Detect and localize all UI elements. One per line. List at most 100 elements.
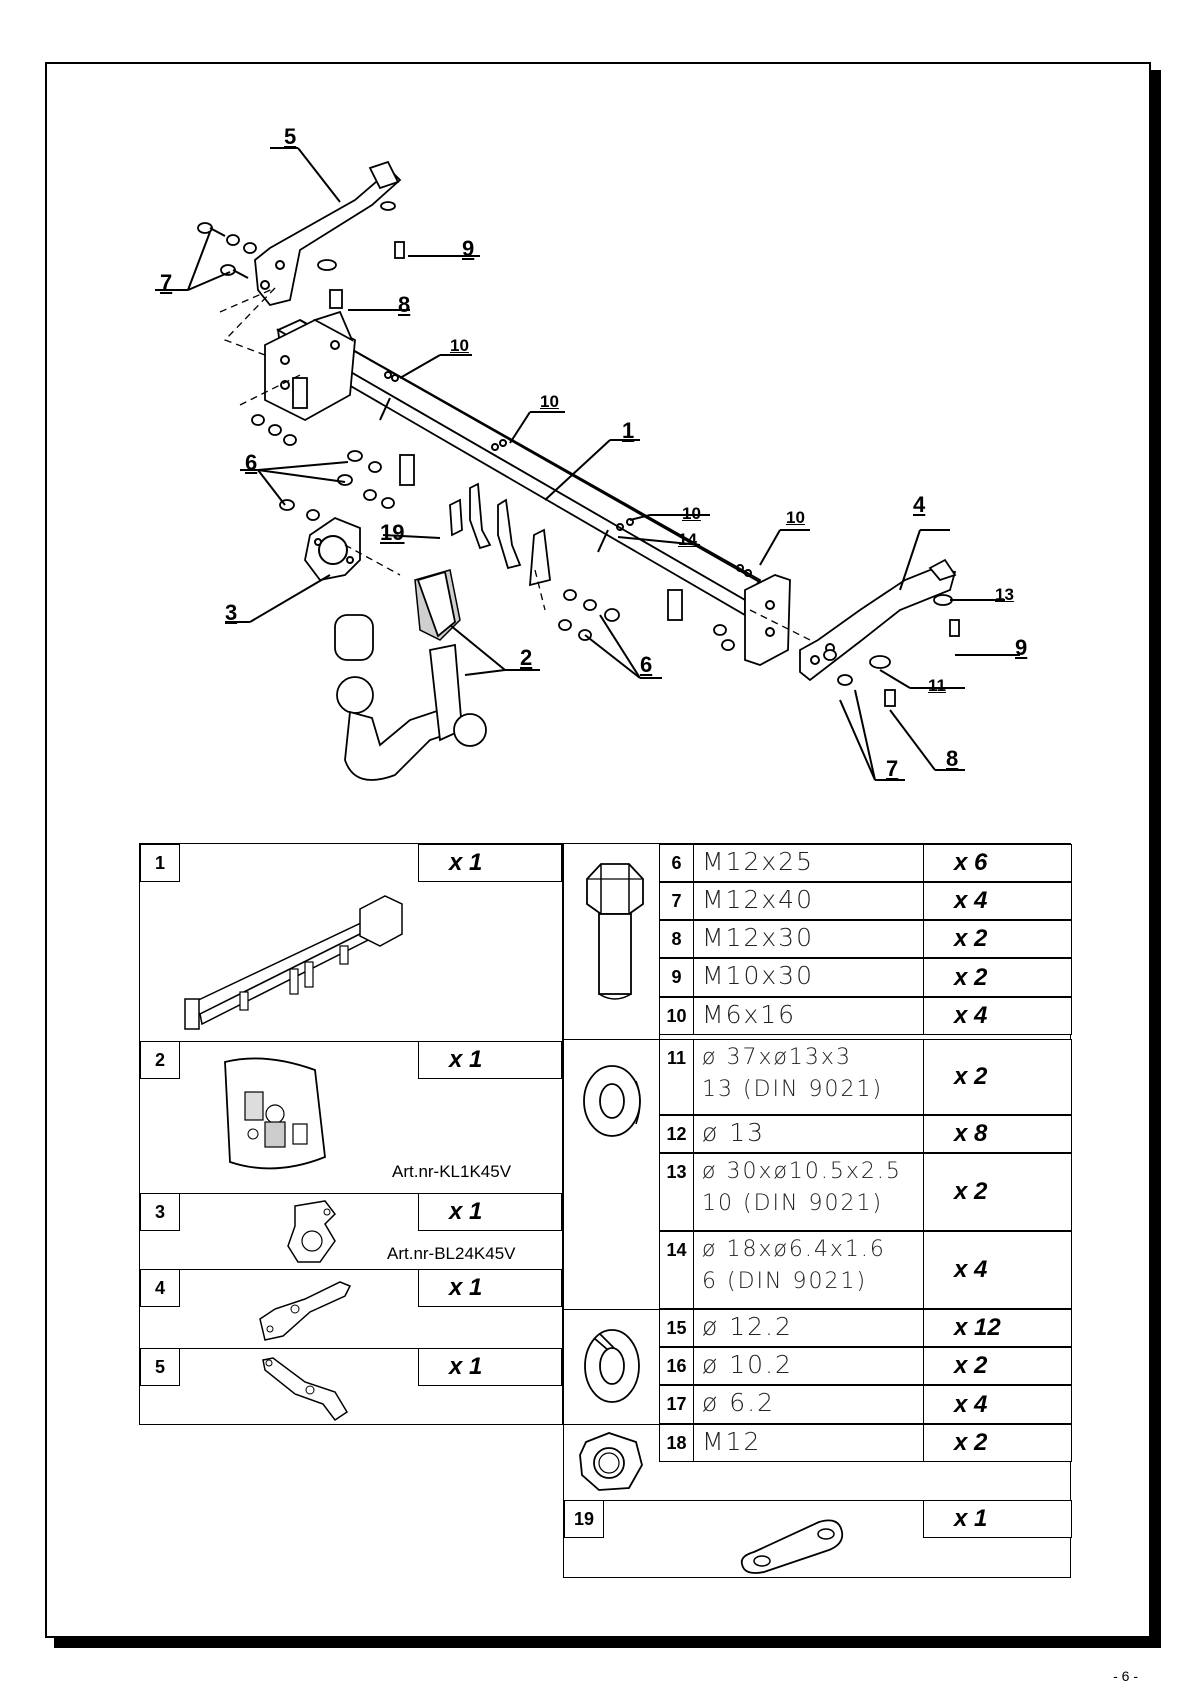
part-number-box: 3 [140,1193,180,1231]
part-quantity: x 1 [418,1348,562,1386]
row-quantity: x 2 [954,1063,988,1090]
side-bracket-part-4 [799,558,957,682]
hardware-row: 13 ø 30xø10.5x2.5 10 (DIN 9021) x 2 [659,1153,1072,1231]
row-spec: ø 37xø13x3 13 (DIN 9021) [694,1040,924,1114]
row-number: 8 [660,921,694,957]
row-number: 13 [660,1154,694,1230]
part-quantity: x 1 [418,1193,562,1231]
callout-11: 11 [928,676,946,695]
part-quantity: x 1 [418,1041,562,1079]
row-spec: ø 10.2 [694,1348,924,1384]
row-number: 17 [660,1386,694,1423]
spring-washer-icon [584,1329,640,1403]
part-quantity: x 1 [418,1269,562,1307]
hardware-table: 6 M12x25 x 6 7 M12x40 x 4 8 M12x30 x 2 9… [563,843,1072,1578]
row-spec: M12x25 [694,845,924,881]
row-number: 7 [660,883,694,919]
row-spec: ø 18xø6.4x1.6 6 (DIN 9021) [694,1232,924,1308]
row-spec: ø 6.2 [694,1386,924,1423]
bracket-5-thumbnail [262,1357,349,1422]
callout-10-b: 10 [540,392,559,411]
row-spec: ø 13 [694,1116,924,1152]
row-quantity: x 4 [954,1002,988,1029]
socket-plate-thumbnail [287,1200,336,1263]
row-quantity: x 2 [954,963,988,991]
row-spec-line2: 6 (DIN 9021) [702,1269,868,1294]
spacer-plate-thumbnail [740,1519,844,1574]
hardware-row: 11 ø 37xø13x3 13 (DIN 9021) x 2 [659,1039,1072,1115]
row-spec-line2: 13 (DIN 9021) [702,1077,884,1102]
hardware-row: 12 ø 13 x 8 [659,1115,1072,1153]
assembly-lines [219,287,811,641]
row-spec: M6x16 [694,998,924,1034]
part-number-box: 19 [564,1500,604,1538]
row-number: 6 [660,845,694,881]
callout-8-right: 8 [946,746,959,771]
row-quantity: x 6 [954,849,988,876]
row-quantity: x 2 [954,1352,988,1379]
hex-nut-icon [579,1432,643,1491]
row-divider [140,1269,562,1270]
callout-14: 14 [678,530,697,549]
callout-6-right: 6 [640,652,653,677]
row-spec: M12 [694,1425,924,1461]
row-divider [140,1041,562,1042]
article-number: Art.nr-KL1K45V [392,1162,512,1181]
part-quantity: x 1 [923,1500,1072,1538]
callout-3: 3 [225,600,238,625]
hardware-row: 15 ø 12.2 x 12 [659,1309,1072,1347]
callout-6-left: 6 [245,450,258,475]
callout-1: 1 [622,418,635,443]
fasteners [197,201,960,707]
callout-8-left: 8 [398,292,411,317]
socket-plate-part-3 [304,516,361,581]
row-spec-line1: ø 18xø6.4x1.6 [702,1237,886,1262]
parts-table-left: 1 x 1 2 x 1 Art.nr-KL1K45V 3 x 1 [139,843,563,1425]
image-divider [564,1039,659,1040]
row-number: 16 [660,1348,694,1384]
callout-7-right: 7 [886,756,899,781]
hardware-row: 18 M12 x 2 [659,1424,1072,1462]
callout-19: 19 [380,520,405,545]
row-divider [140,1348,562,1349]
row-divider [140,1193,562,1194]
callout-2: 2 [520,645,533,670]
callout-10-a: 10 [450,336,469,355]
image-divider [564,1309,659,1310]
page-number: - 6 - [1113,1668,1138,1684]
side-bracket-part-5 [254,160,402,307]
crossbar-part-1 [264,310,791,666]
callout-9-left: 9 [462,236,475,261]
part-number-box: 4 [140,1269,180,1307]
hardware-row: 16 ø 10.2 x 2 [659,1347,1072,1385]
row-spec: M12x40 [694,883,924,919]
row-number: 18 [660,1425,694,1461]
article-number: Art.nr-BL24K45V [387,1244,516,1263]
frame-shadow-bottom [54,1638,1161,1648]
hardware-row: 7 M12x40 x 4 [659,882,1072,920]
callout-5: 5 [284,124,297,149]
frame-shadow-right [1151,70,1161,1647]
part-number-box: 1 [140,844,180,882]
bracket-4-thumbnail [259,1281,352,1341]
row-spec-line2: 10 (DIN 9021) [702,1191,884,1216]
hardware-row: 6 M12x25 x 6 [659,844,1072,882]
row-spec: M10x30 [694,959,924,996]
row-spec: ø 12.2 [694,1310,924,1346]
row-quantity: x 4 [954,1390,988,1418]
row-number: 9 [660,959,694,996]
row-quantity: x 2 [954,1178,988,1205]
hardware-row: 17 ø 6.2 x 4 [659,1385,1072,1424]
crossbar-thumbnail [184,895,403,1030]
callout-7-left: 7 [160,270,173,295]
row-spec-line1: ø 30xø10.5x2.5 [702,1159,902,1184]
row-quantity: x 4 [954,887,988,914]
towball-part-2 [334,569,487,781]
row-spec-line1: ø 37xø13x3 [702,1045,852,1070]
towbar-kit-thumbnail [224,1057,326,1170]
row-quantity: x 2 [954,1429,988,1456]
part-number-box: 5 [140,1348,180,1386]
callout-4: 4 [913,492,926,517]
row-number: 11 [660,1040,694,1114]
